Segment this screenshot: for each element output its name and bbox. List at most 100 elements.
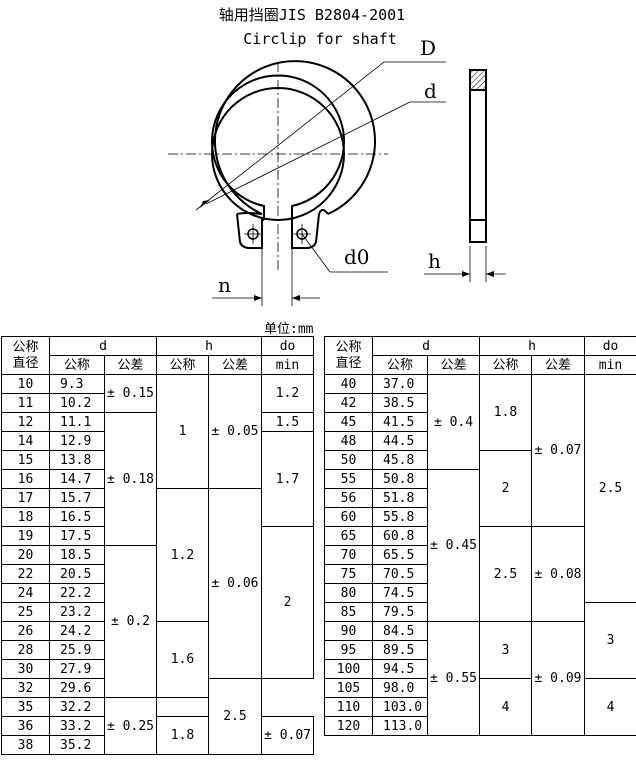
header-do: do <box>584 336 636 356</box>
header-h-tol: 公差 <box>208 355 263 375</box>
cell-do: 1.2 <box>261 374 315 413</box>
unit-label: 单位:mm <box>264 322 314 337</box>
cell-nominal: 40 <box>324 374 373 394</box>
cell-nominal: 65 <box>324 526 373 546</box>
cell-h: 1.2 <box>156 488 210 622</box>
header-d: d <box>371 336 481 356</box>
cell-d-tol: ± 0.55 <box>426 621 481 736</box>
header-do-min: min <box>584 355 636 375</box>
cell-d: 44.5 <box>372 431 428 451</box>
cell-nominal: 60 <box>324 507 373 527</box>
label-d0: d0 <box>344 245 370 269</box>
header-h-nominal: 公称 <box>479 355 533 375</box>
circlip-ring <box>211 60 376 249</box>
cell-nominal: 12 <box>1 412 50 432</box>
cell-do: 1.7 <box>261 431 315 527</box>
cell-nominal: 45 <box>324 412 373 432</box>
cell-h: 1.8 <box>156 716 210 755</box>
cell-d: 103.0 <box>372 697 428 717</box>
cell-d: 22.2 <box>49 583 105 603</box>
cell-d: 13.8 <box>49 450 105 470</box>
cell-d: 51.8 <box>372 488 428 508</box>
cell-do: 2 <box>261 526 315 679</box>
circlip-drawing: D d d0 h n <box>168 36 506 306</box>
header-d-nominal: 公称 <box>372 355 428 375</box>
center-lines <box>168 62 388 270</box>
cell-nominal: 36 <box>1 716 50 736</box>
cell-nominal: 42 <box>324 393 373 413</box>
cell-nominal: 95 <box>324 640 373 660</box>
cell-d: 98.0 <box>372 678 428 698</box>
cell-h: 1 <box>156 374 210 489</box>
header-d-tol: 公差 <box>426 355 481 375</box>
cell-nominal: 35 <box>1 697 50 717</box>
arrowheads <box>200 200 494 301</box>
cell-nominal: 30 <box>1 659 50 679</box>
header-h: h <box>156 336 263 356</box>
cell-nominal: 110 <box>324 697 373 717</box>
cell-nominal: 55 <box>324 469 373 489</box>
cell-nominal: 20 <box>1 545 50 565</box>
cell-d: 55.8 <box>372 507 428 527</box>
cell-d: 17.5 <box>49 526 105 546</box>
cell-d: 70.5 <box>372 564 428 584</box>
cell-d: 29.6 <box>49 678 105 698</box>
cell-d: 18.5 <box>49 545 105 565</box>
header-d-tol: 公差 <box>103 355 158 375</box>
cell-nominal: 24 <box>1 583 50 603</box>
cell-nominal: 100 <box>324 659 373 679</box>
cell-nominal: 11 <box>1 393 50 413</box>
header-d-nominal: 公称 <box>49 355 105 375</box>
cell-d: 33.2 <box>49 716 105 736</box>
cell-d-tol: ± 0.25 <box>103 697 158 755</box>
cell-d: 14.7 <box>49 469 105 489</box>
cell-d: 25.9 <box>49 640 105 660</box>
cell-nominal: 38 <box>1 735 50 755</box>
cell-d: 79.5 <box>372 602 428 622</box>
cell-nominal: 19 <box>1 526 50 546</box>
label-n: n <box>218 273 231 297</box>
cell-do: 4 <box>584 678 636 736</box>
cell-nominal: 17 <box>1 488 50 508</box>
cell-d: 20.5 <box>49 564 105 584</box>
cell-d: 60.8 <box>372 526 428 546</box>
cell-h-tol: ± 0.05 <box>208 374 263 489</box>
cell-h: 3 <box>479 621 533 679</box>
cell-h: 2 <box>479 450 533 527</box>
side-view <box>469 69 487 243</box>
cell-nominal: 25 <box>1 602 50 622</box>
drawing-title-cn: 轴用挡圈JIS B2804-2001 <box>218 6 406 24</box>
hole-centers <box>244 224 311 244</box>
cell-do: 3 <box>584 602 636 679</box>
cell-nominal: 56 <box>324 488 373 508</box>
spec-table-right: 公称直径 d h do 公称 公差 公称 公差 min 40 37.0 ± 0.… <box>324 336 636 736</box>
cell-h: 1.6 <box>156 621 210 698</box>
cell-d: 27.9 <box>49 659 105 679</box>
cell-nominal: 22 <box>1 564 50 584</box>
cell-nominal: 105 <box>324 678 373 698</box>
cell-do: 1.5 <box>261 412 315 432</box>
header-do: do <box>261 336 315 356</box>
cell-h-tol: ± 0.08 <box>531 526 586 622</box>
cell-nominal: 120 <box>324 716 373 736</box>
cell-nominal: 80 <box>324 583 373 603</box>
cell-d: 84.5 <box>372 621 428 641</box>
cell-h: 2.5 <box>479 526 533 622</box>
cell-h-tol: ± 0.07 <box>531 374 586 527</box>
cell-nominal: 18 <box>1 507 50 527</box>
cell-nominal: 10 <box>1 374 50 394</box>
cell-h-tol: ± 0.07 <box>261 716 315 755</box>
cell-d: 23.2 <box>49 602 105 622</box>
drawing-title-en: Circlip for shaft <box>243 30 397 48</box>
cell-d: 113.0 <box>372 716 428 736</box>
cell-d-tol: ± 0.45 <box>426 469 481 622</box>
cell-nominal: 15 <box>1 450 50 470</box>
cell-nominal: 32 <box>1 678 50 698</box>
header-do-min: min <box>261 355 315 375</box>
cell-d-tol: ± 0.2 <box>103 545 158 698</box>
cell-d: 38.5 <box>372 393 428 413</box>
cell-d: 35.2 <box>49 735 105 755</box>
cell-do: 2.5 <box>208 678 263 755</box>
cell-h: 4 <box>479 678 533 736</box>
cell-nominal: 75 <box>324 564 373 584</box>
